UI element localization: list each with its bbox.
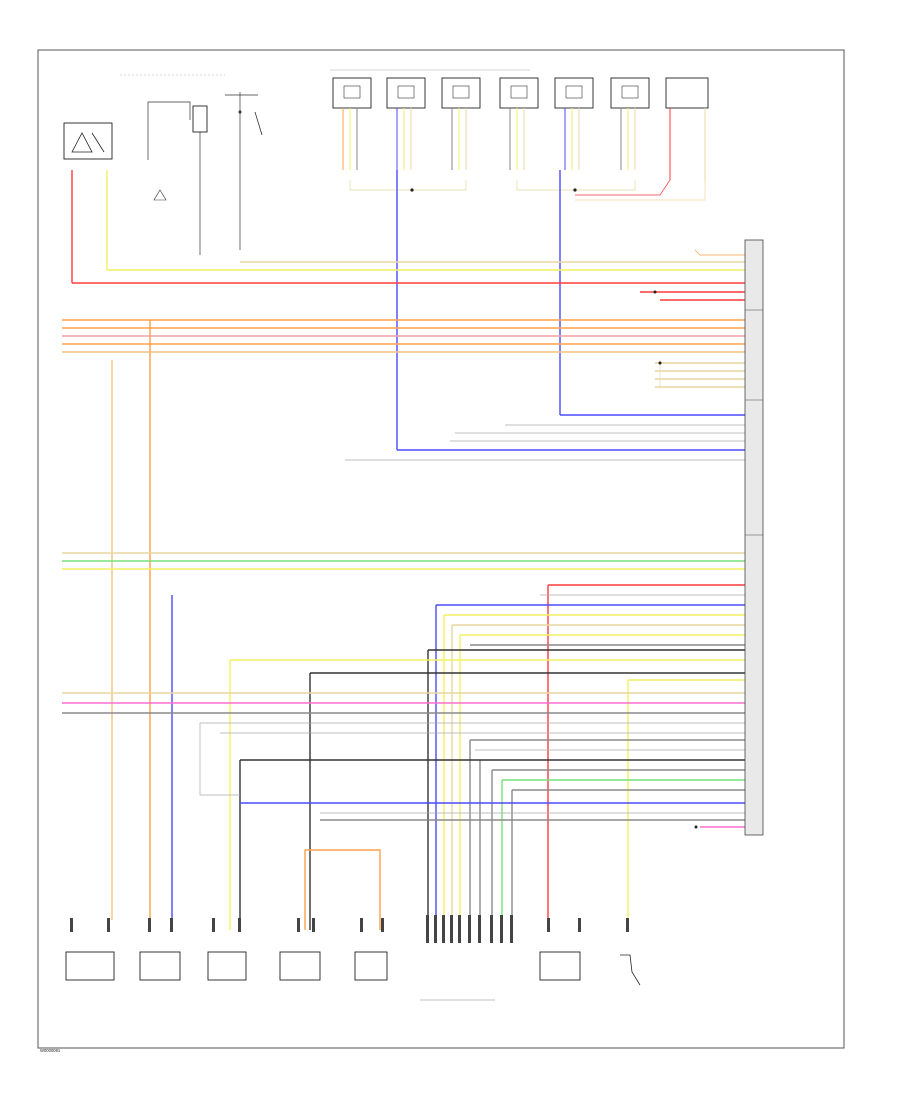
vertical-trunk-wires (71, 170, 629, 930)
top-connector-row (332, 77, 709, 109)
component-1 (65, 951, 115, 981)
component-2 (139, 951, 181, 981)
bottom-components (65, 915, 641, 1001)
splices (653, 249, 745, 829)
relay-block (147, 92, 263, 255)
horizontal-bus-wires (62, 261, 745, 930)
component-4 (279, 951, 321, 981)
top-bus-lines (120, 69, 530, 76)
footer-code: W0000091 (40, 1048, 61, 1053)
component-3 (207, 951, 247, 981)
component-6 (539, 951, 581, 981)
connector-top-left (63, 122, 113, 160)
top-wire-drops (342, 108, 706, 201)
ecu-connector-strip (744, 239, 764, 836)
component-5 (354, 951, 388, 981)
